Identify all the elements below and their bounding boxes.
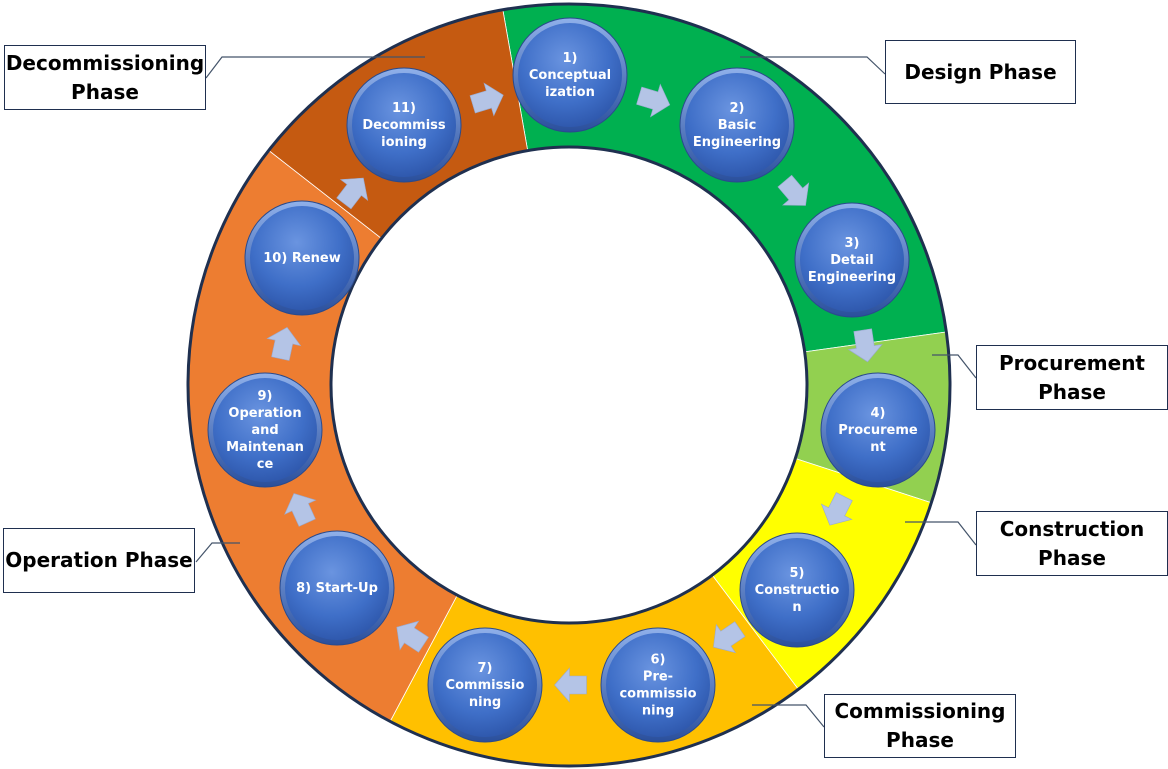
step-9-label-line: ce — [257, 457, 274, 472]
step-4-label-line: nt — [870, 440, 885, 455]
step-circle-11: 11) Decommiss ioning — [346, 67, 462, 183]
step-2-label-line: 2) — [730, 101, 745, 116]
ring-inner-hole — [329, 145, 809, 625]
step-3-label-line: Engineering — [808, 270, 896, 285]
step-circle-7: 7) Commissio ning — [427, 627, 543, 743]
step-1-label-line: ization — [545, 85, 595, 100]
step-7-label-line: Commissio — [446, 678, 525, 693]
phase-label-construction-text: Construction Phase — [999, 516, 1145, 570]
phase-label-construction: Construction Phase — [976, 511, 1168, 576]
connector-decommissioning — [205, 56, 425, 79]
phase-label-procurement: Procurement Phase — [976, 345, 1168, 410]
phase-connectors — [195, 56, 977, 728]
connector-design — [740, 56, 886, 75]
step-1-label-line: 1) — [563, 51, 578, 66]
phase-label-design-text: Design Phase — [904, 59, 1057, 84]
flow-arrow-icon — [396, 620, 429, 653]
step-circle-4: 4) Procureme nt — [820, 372, 936, 488]
flow-arrow-icon — [266, 326, 302, 361]
step-circle-8: 8) Start-Up — [279, 530, 395, 646]
step-6-label-line: 6) — [651, 653, 666, 668]
step-circle-6: 6) Pre-commissio ning — [600, 627, 716, 743]
step-circle-1: 1) Conceptual ization — [512, 17, 628, 133]
step-3-label-line: 3) — [845, 236, 860, 251]
phase-label-procurement-text: Procurement Phase — [999, 350, 1145, 404]
step-4-label-line: Procureme — [838, 423, 918, 438]
flow-arrow-icon — [713, 621, 746, 654]
flow-arrow-icon — [820, 492, 853, 526]
step-7-label-line: ning — [469, 695, 501, 710]
step-1-label-line: Conceptual — [529, 68, 611, 83]
step-7-label-line: 7) — [478, 661, 493, 676]
connector-construction — [905, 521, 977, 546]
step-9-label-line: 9) — [258, 389, 273, 404]
step-circle-10: 10) Renew — [244, 200, 360, 316]
step-5-label-line: Constructio — [755, 583, 840, 598]
connector-procurement — [932, 354, 977, 379]
flow-arrow-icon — [847, 328, 883, 363]
phase-label-decommissioning-text: Decommissioning Phase — [5, 50, 205, 104]
step-11-label-line: Decommiss — [362, 118, 446, 133]
step-arrows — [266, 82, 883, 703]
flow-arrow-icon — [636, 83, 671, 118]
step-9-label-line: Operation — [228, 406, 301, 421]
flow-arrow-icon — [777, 174, 810, 206]
phase-label-operation: Operation Phase — [3, 528, 195, 593]
step-6-label-line: commissio — [619, 687, 696, 702]
step-9-label-line: Maintenan — [226, 440, 304, 455]
step-6-label-line: Pre- — [643, 670, 673, 685]
flow-arrow-icon — [284, 493, 317, 527]
step-8-label-line: 8) Start-Up — [296, 581, 378, 596]
step-5-label-line: 5) — [790, 566, 805, 581]
flow-arrow-icon — [336, 177, 369, 210]
step-2-label-line: Engineering — [693, 135, 781, 150]
phase-label-commissioning: Commissioning Phase — [824, 694, 1016, 758]
step-circle-5: 5) Constructio n — [739, 532, 855, 648]
flow-arrow-icon — [554, 667, 587, 703]
phase-label-decommissioning: Decommissioning Phase — [4, 45, 206, 110]
step-3-label-line: Detail — [830, 253, 874, 268]
ring-borders — [186, 2, 952, 768]
connector-operation — [195, 542, 240, 563]
phase-label-design: Design Phase — [885, 40, 1076, 104]
step-9-label-line: and — [251, 423, 278, 438]
step-5-label-line: n — [792, 600, 801, 615]
phase-label-operation-text: Operation Phase — [5, 548, 193, 572]
step-11-label-line: ioning — [381, 135, 427, 150]
step-11-label-line: 11) — [392, 101, 416, 116]
step-2-label-line: Basic — [718, 118, 757, 133]
connector-commissioning — [752, 704, 825, 728]
step-4-label-line: 4) — [871, 406, 886, 421]
step-10-label-line: 10) Renew — [263, 251, 340, 266]
phase-label-commissioning-text: Commissioning Phase — [834, 699, 1006, 752]
step-6-label-line: ning — [642, 704, 674, 719]
flow-arrow-icon — [469, 82, 504, 117]
ring-outer-border — [186, 2, 952, 768]
